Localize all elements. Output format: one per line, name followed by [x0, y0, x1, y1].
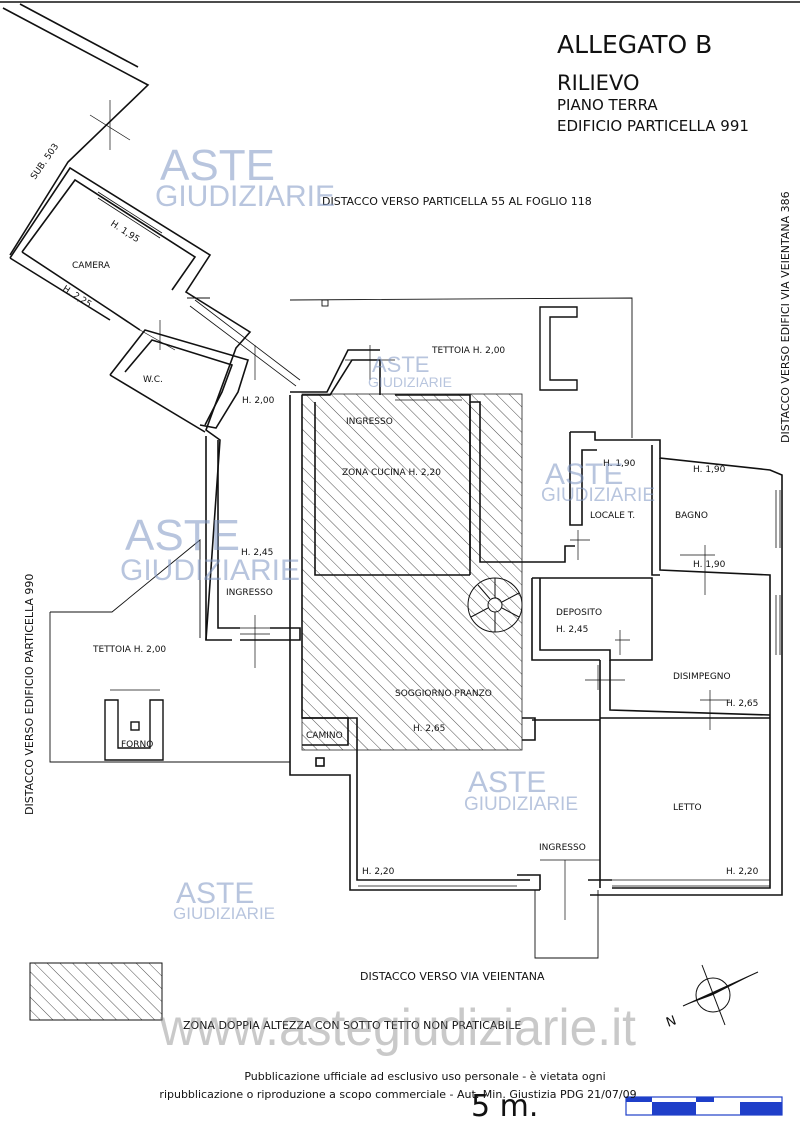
label-disimpegno-h: H. 2,65 — [726, 699, 758, 709]
watermark-brand-bottom: GIUDIZIARIE — [541, 485, 655, 506]
legend: ZONA DOPPIA ALTEZZA CON SOTTO TETTO NON … — [29, 962, 521, 1032]
label-disimpegno-h1: H. 1,90 — [693, 560, 726, 570]
label-sub503: SUB. 503 — [29, 142, 61, 182]
label-locale-t: LOCALE T. — [590, 511, 635, 521]
label-forno: FORNO — [121, 740, 153, 750]
section-marks — [89, 100, 730, 920]
forno-structure — [104, 689, 164, 761]
scale-bar: 5 m. — [471, 1089, 783, 1124]
watermark-brand-top: ASTE — [160, 141, 275, 190]
walls — [2, 3, 783, 896]
watermark-brand-top: ASTE — [176, 877, 254, 910]
label-ingresso-north: INGRESSO — [346, 417, 393, 427]
label-deposito: DEPOSITO — [556, 608, 602, 618]
building-label: EDIFICIO PARTICELLA 991 — [557, 117, 749, 135]
label-disimpegno: DISIMPEGNO — [673, 672, 731, 682]
watermark-brand-top: ASTE — [545, 458, 623, 491]
watermark-brand-bottom: GIUDIZIARIE — [464, 794, 578, 815]
label-camino: CAMINO — [306, 731, 343, 741]
label-camera: CAMERA — [72, 261, 111, 271]
watermark-brand-bottom: GIUDIZIARIE — [120, 554, 300, 587]
label-soggiorno-h: H. 2,65 — [413, 724, 445, 734]
label-letto-h: H. 2,20 — [726, 867, 759, 877]
label-bagno: BAGNO — [675, 511, 708, 521]
watermark-brand-top: ASTE — [468, 766, 546, 799]
label-zona-cucina: ZONA CUCINA H. 2,20 — [342, 468, 441, 478]
double-height-zone — [301, 393, 523, 751]
label-letto: LETTO — [673, 803, 702, 813]
label-wc-h: H. 2,00 — [242, 396, 275, 406]
watermark-url: www.astegiudiziarie.it — [159, 999, 636, 1057]
distance-east: DISTACCO VERSO EDIFICI VIA VEIENTANA 386 — [779, 191, 792, 443]
watermark-brand-top: ASTE — [125, 511, 240, 560]
watermark-1: ASTE GIUDIZIARIE — [155, 141, 335, 213]
scale-label: 5 m. — [471, 1089, 538, 1124]
distance-west: DISTACCO VERSO EDIFICIO PARTICELLA 990 — [23, 574, 36, 815]
watermark-2: ASTE GIUDIZIARIE — [368, 352, 452, 390]
spiral-staircase — [467, 577, 523, 633]
distance-south: DISTACCO VERSO VIA VEIENTANA — [360, 970, 545, 983]
watermark-5: ASTE GIUDIZIARIE — [464, 766, 578, 815]
label-ingresso-west: INGRESSO — [226, 588, 273, 598]
watermark-brand-bottom: GIUDIZIARIE — [155, 180, 335, 213]
watermark-brand-bottom: GIUDIZIARIE — [368, 374, 452, 390]
floor-label: PIANO TERRA — [557, 96, 658, 114]
north-letter: N — [664, 1013, 678, 1030]
label-soggiorno: SOGGIORNO PRANZO — [395, 689, 492, 699]
footer-line-2: ripubblicazione o riproduzione a scopo c… — [159, 1088, 636, 1101]
footer-line-1: Pubblicazione ufficiale ad esclusivo uso… — [244, 1070, 605, 1083]
label-ingresso-west-h: H. 2,45 — [241, 548, 273, 558]
label-south-h: H. 2,20 — [362, 867, 395, 877]
sheet-subtitle: RILIEVO — [557, 71, 639, 95]
north-arrow: N — [664, 964, 759, 1031]
watermark-3: ASTE GIUDIZIARIE — [541, 458, 655, 506]
watermark-brand-top: ASTE — [372, 352, 429, 377]
label-wc: W.C. — [143, 375, 163, 385]
label-locale-t-h: H. 1,90 — [603, 459, 636, 469]
label-tettoia-west: TETTOIA H. 2,00 — [92, 645, 166, 655]
watermark-brand-bottom: GIUDIZIARIE — [173, 904, 275, 923]
watermark-4: ASTE GIUDIZIARIE — [120, 511, 300, 587]
windows — [97, 191, 781, 887]
watermark-6: ASTE GIUDIZIARIE — [173, 877, 275, 923]
label-tettoia-north: TETTOIA H. 2,00 — [431, 346, 505, 356]
legend-hatch-swatch — [29, 962, 163, 1021]
outline-boundaries — [49, 297, 633, 959]
label-deposito-h: H. 2,45 — [556, 625, 588, 635]
label-bagno-h: H. 1,90 — [693, 465, 726, 475]
distance-north: DISTACCO VERSO PARTICELLA 55 AL FOGLIO 1… — [322, 195, 592, 208]
tettoia-north-wall — [539, 306, 578, 391]
legend-text: ZONA DOPPIA ALTEZZA CON SOTTO TETTO NON … — [183, 1019, 521, 1032]
sheet-title: ALLEGATO B — [557, 30, 712, 59]
label-ingresso-south: INGRESSO — [539, 843, 586, 853]
